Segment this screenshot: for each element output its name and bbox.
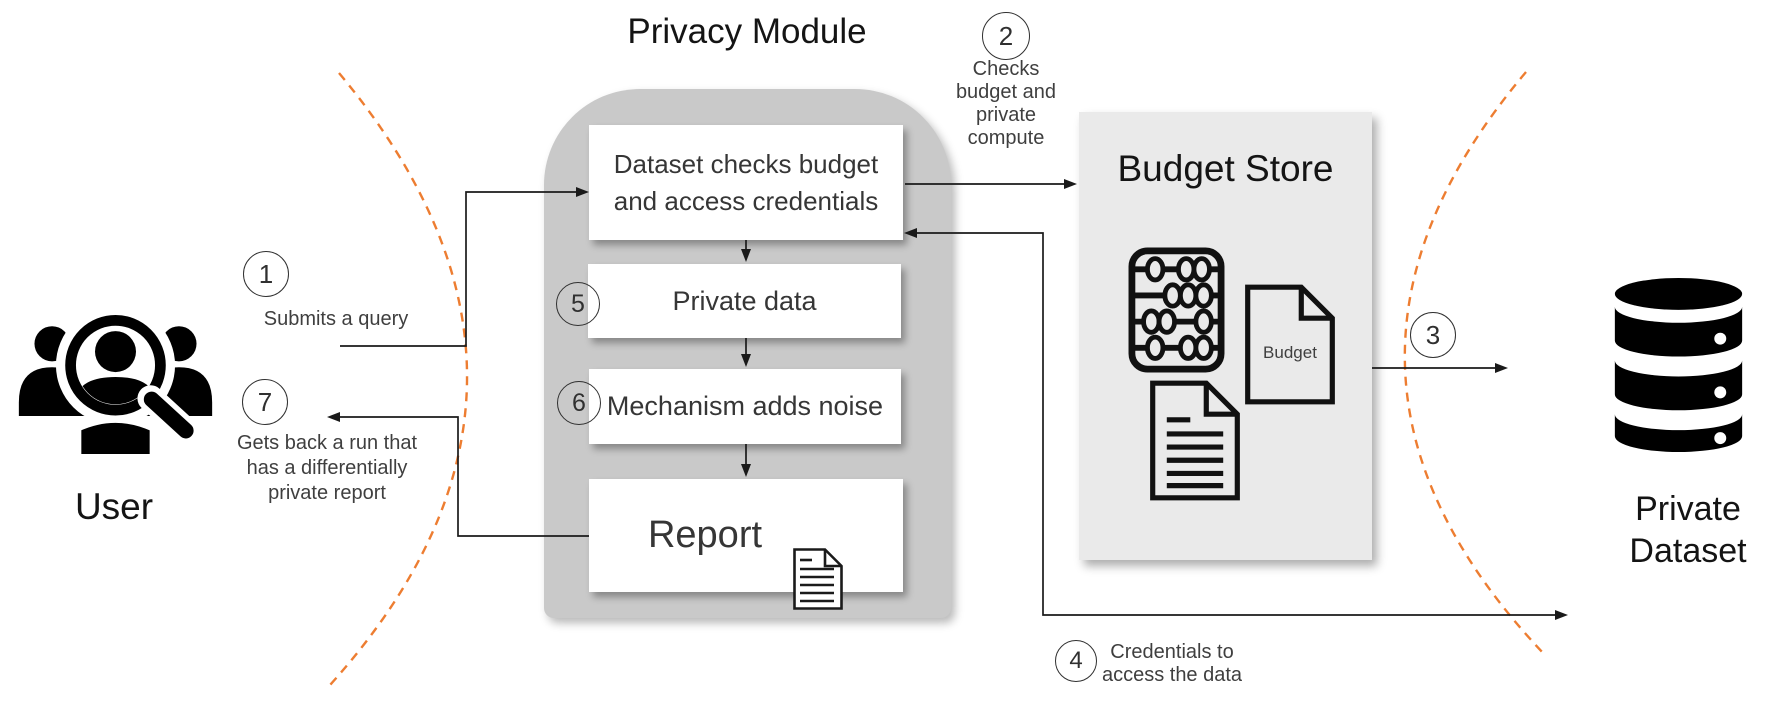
user-group-search-icon [13,296,218,454]
arrowhead-report-to-user [327,412,340,422]
report-box: Report [589,479,903,610]
step-4-circle: 4 [1055,640,1097,682]
user-label: User [74,486,154,527]
step-2-label: Checks budget and private compute [955,58,1057,149]
dataset-checks-box: Dataset checks budget and access credent… [589,125,903,240]
report-box-label: Report [647,514,763,556]
budget-store-title: Budget Store [1117,148,1334,189]
database-icon [1612,277,1745,456]
arrowhead-credentials-to-dataset [1555,610,1568,620]
step-7-label: Gets back a run that has a differentiall… [236,432,418,504]
step-5-circle: 5 [556,282,600,326]
mechanism-box: Mechanism adds noise [589,369,901,444]
step-7-circle: 7 [242,379,288,425]
report-document-icon [792,504,844,610]
privacy-module-title: Privacy Module [627,12,867,51]
step-4-label: Credentials to access the data [1101,641,1243,686]
step-1-circle: 1 [243,251,289,297]
arrowhead-store-to-dataset [1495,363,1508,373]
private-dataset-label: Private Dataset [1629,490,1747,570]
step-1-label: Submits a query [263,308,409,330]
step-3-circle: 3 [1410,312,1456,358]
arrowhead-checks-budget [1064,179,1077,189]
right-boundary-dashed-arc [1403,71,1546,656]
private-data-box: Private data [588,264,901,338]
step-6-circle: 6 [557,381,601,425]
budget-document-label: Budget [1263,343,1317,362]
abacus-icon [1128,247,1225,373]
step-2-circle: 2 [982,12,1030,60]
left-boundary-dashed-arc [329,72,469,686]
text-document-icon [1148,378,1242,503]
